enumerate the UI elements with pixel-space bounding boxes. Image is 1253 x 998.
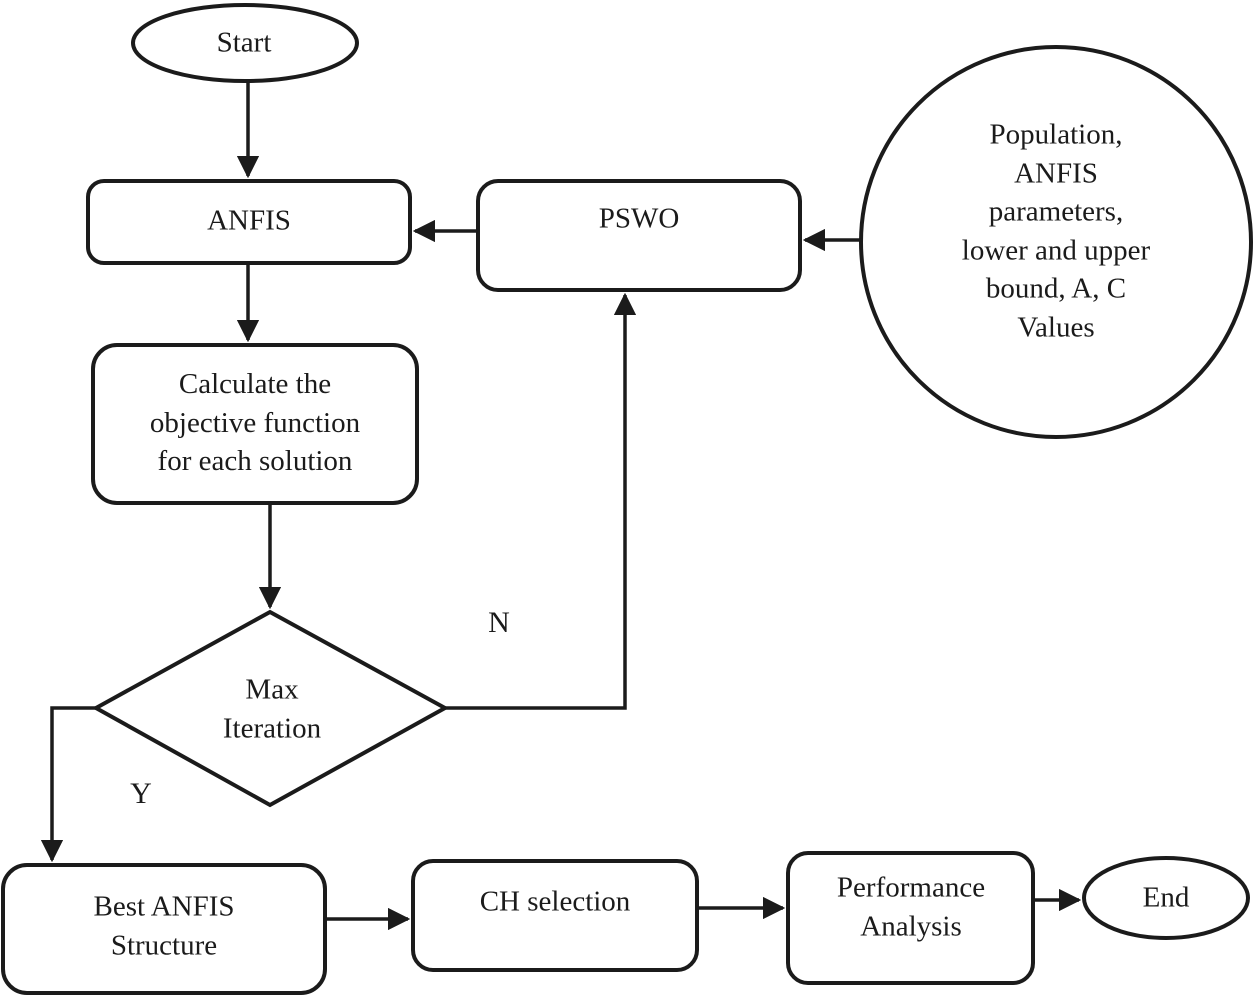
start-terminator-shape bbox=[131, 3, 359, 83]
performance-process-shape bbox=[786, 851, 1035, 985]
calculate-process-shape bbox=[91, 343, 419, 505]
pswo-process-shape bbox=[476, 179, 802, 292]
best-anfis-process-shape bbox=[1, 863, 327, 995]
end-terminator-shape bbox=[1082, 856, 1250, 940]
inputs-circle-shape bbox=[859, 45, 1253, 439]
ch-selection-process-shape bbox=[411, 859, 699, 972]
anfis-process-shape bbox=[86, 179, 412, 265]
edge-decision-no-to-pswo bbox=[445, 292, 637, 710]
edge-decision-yes-to-best-anfis bbox=[40, 706, 96, 863]
max-iteration-decision-shape bbox=[91, 609, 450, 808]
